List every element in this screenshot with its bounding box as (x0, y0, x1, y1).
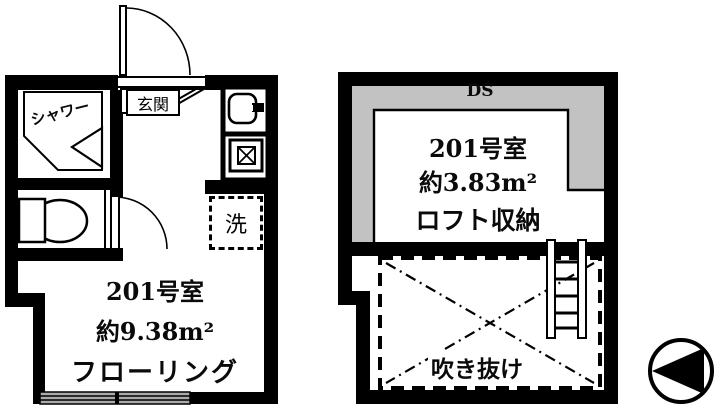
room-door-leaf (110, 195, 120, 250)
shower-pan-outline (23, 91, 103, 171)
room-door-swing-arc (114, 196, 168, 250)
loft-room-area: 約3.83m² (418, 168, 538, 197)
void-area-box (378, 256, 602, 390)
main-room-number: 201号室 (105, 277, 205, 306)
wall-segment (5, 75, 18, 307)
ladder-rail (546, 239, 556, 339)
compass-icon (648, 338, 714, 404)
wall-segment (338, 72, 618, 86)
entrance-label: 玄関 (126, 89, 180, 116)
duct-space-label: DS (466, 81, 494, 101)
flooring-label: フローリング (70, 358, 239, 388)
wall-segment (205, 180, 268, 194)
loft-storage-outline (372, 108, 604, 242)
duct-space-top (352, 86, 604, 110)
main-room-area: 約9.38m² (95, 317, 215, 346)
washing-machine-pan-icon (228, 138, 264, 173)
ladder-icon (546, 239, 587, 339)
wall-segment (352, 242, 604, 256)
wall-segment (356, 390, 618, 404)
duct-space-left (352, 86, 374, 242)
window-icon (39, 391, 191, 405)
wall-segment (33, 293, 45, 404)
sink-faucet (252, 103, 264, 112)
ladder-rail (577, 239, 587, 339)
wall-segment (110, 190, 123, 197)
void-cross-line (385, 262, 595, 384)
wall-segment (110, 88, 123, 190)
wall-segment (338, 72, 352, 305)
loft-room-number: 201号室 (428, 134, 528, 163)
wall-segment (356, 291, 370, 404)
entrance-door-leaf (119, 5, 127, 76)
void-label: 吹き抜け (428, 350, 526, 384)
entrance-door-swing-arc (125, 7, 191, 76)
wall-segment (5, 75, 118, 90)
duct-space-band (352, 86, 604, 242)
duct-space-right (568, 86, 604, 190)
washer-pan-cross (237, 146, 256, 165)
window-mullion (115, 392, 119, 404)
wall-segment (5, 248, 123, 261)
void-dashed-border (378, 256, 602, 390)
sink-notch (244, 105, 253, 111)
loft-storage-label: ロフト収納 (415, 206, 541, 235)
wall-segment (604, 72, 618, 404)
sink-icon (227, 92, 264, 125)
wall-segment (5, 178, 123, 190)
laundry-space-label: 洗 (209, 196, 263, 250)
shower-folding-door-icon (69, 126, 104, 170)
compass-triangle (652, 348, 704, 394)
toilet-tank (17, 197, 47, 244)
toilet-icon (17, 197, 89, 244)
